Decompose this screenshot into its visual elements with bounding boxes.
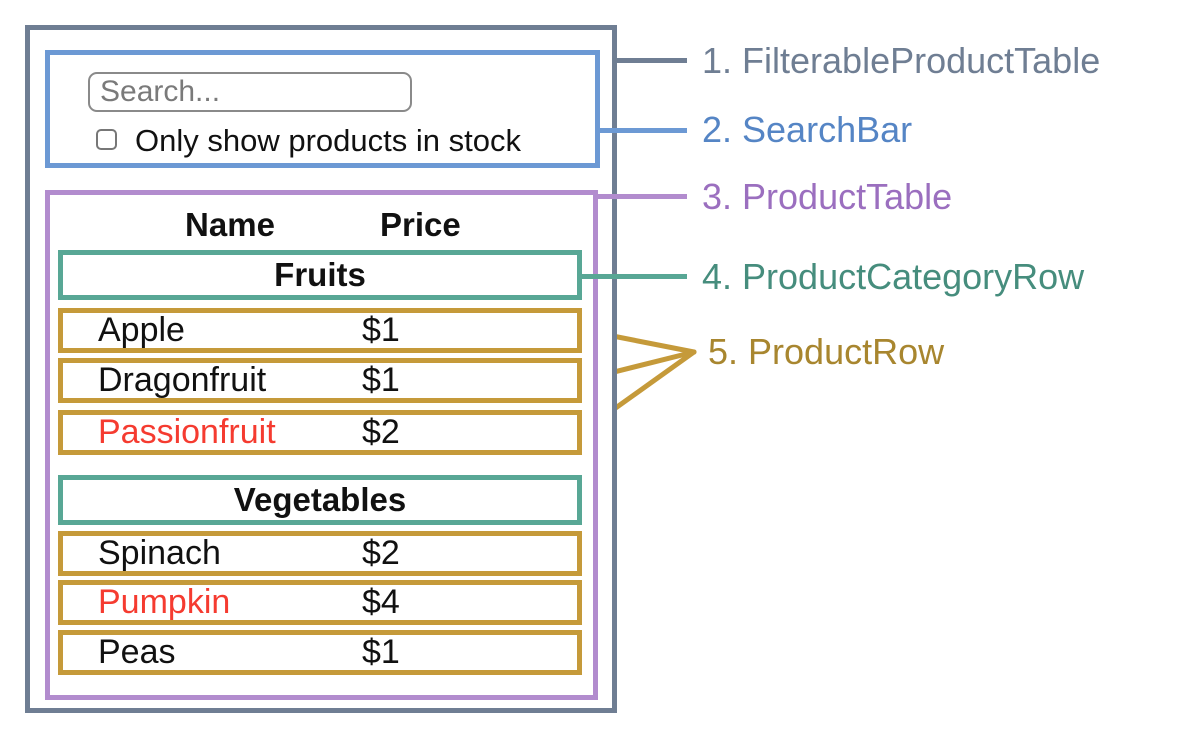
product-name: Peas [98,633,176,671]
product-row-peas: Peas $1 [58,630,582,675]
connector-product-category-row [582,274,687,279]
name-column-header: Name [185,206,275,243]
product-row-spinach: Spinach $2 [58,531,582,576]
product-row-apple: Apple $1 [58,308,582,353]
annotation-filterable-product-table: 1. FilterableProductTable [702,40,1101,81]
product-price: $2 [362,413,400,451]
product-row-passionfruit: Passionfruit $2 [58,410,582,455]
product-name: Apple [98,311,185,349]
annotation-product-table: 3. ProductTable [702,176,953,217]
product-name: Spinach [98,534,221,572]
connector-product-table [598,194,687,199]
connector-filterable-product-table [617,58,687,63]
product-price: $1 [362,361,400,399]
product-row-dragonfruit: Dragonfruit $1 [58,358,582,403]
in-stock-checkbox[interactable] [96,129,117,150]
annotation-product-category-row: 4. ProductCategoryRow [702,256,1085,297]
annotation-product-row: 5. ProductRow [708,331,945,372]
annotation-search-bar: 2. SearchBar [702,109,913,150]
in-stock-checkbox-label: Only show products in stock [135,123,521,158]
category-label: Fruits [274,256,366,293]
category-row-vegetables: Vegetables [58,475,582,525]
product-row-pumpkin: Pumpkin $4 [58,580,582,625]
product-name: Pumpkin [98,583,231,621]
category-row-fruits: Fruits [58,250,582,300]
price-column-header: Price [380,206,461,243]
product-name: Passionfruit [98,413,276,451]
product-price: $1 [362,311,400,349]
search-input[interactable] [88,72,412,112]
product-price: $2 [362,534,400,572]
product-price: $1 [362,633,400,671]
category-label: Vegetables [233,481,407,518]
product-name: Dragonfruit [98,361,267,399]
product-price: $4 [362,583,400,621]
connector-search-bar [600,128,687,133]
